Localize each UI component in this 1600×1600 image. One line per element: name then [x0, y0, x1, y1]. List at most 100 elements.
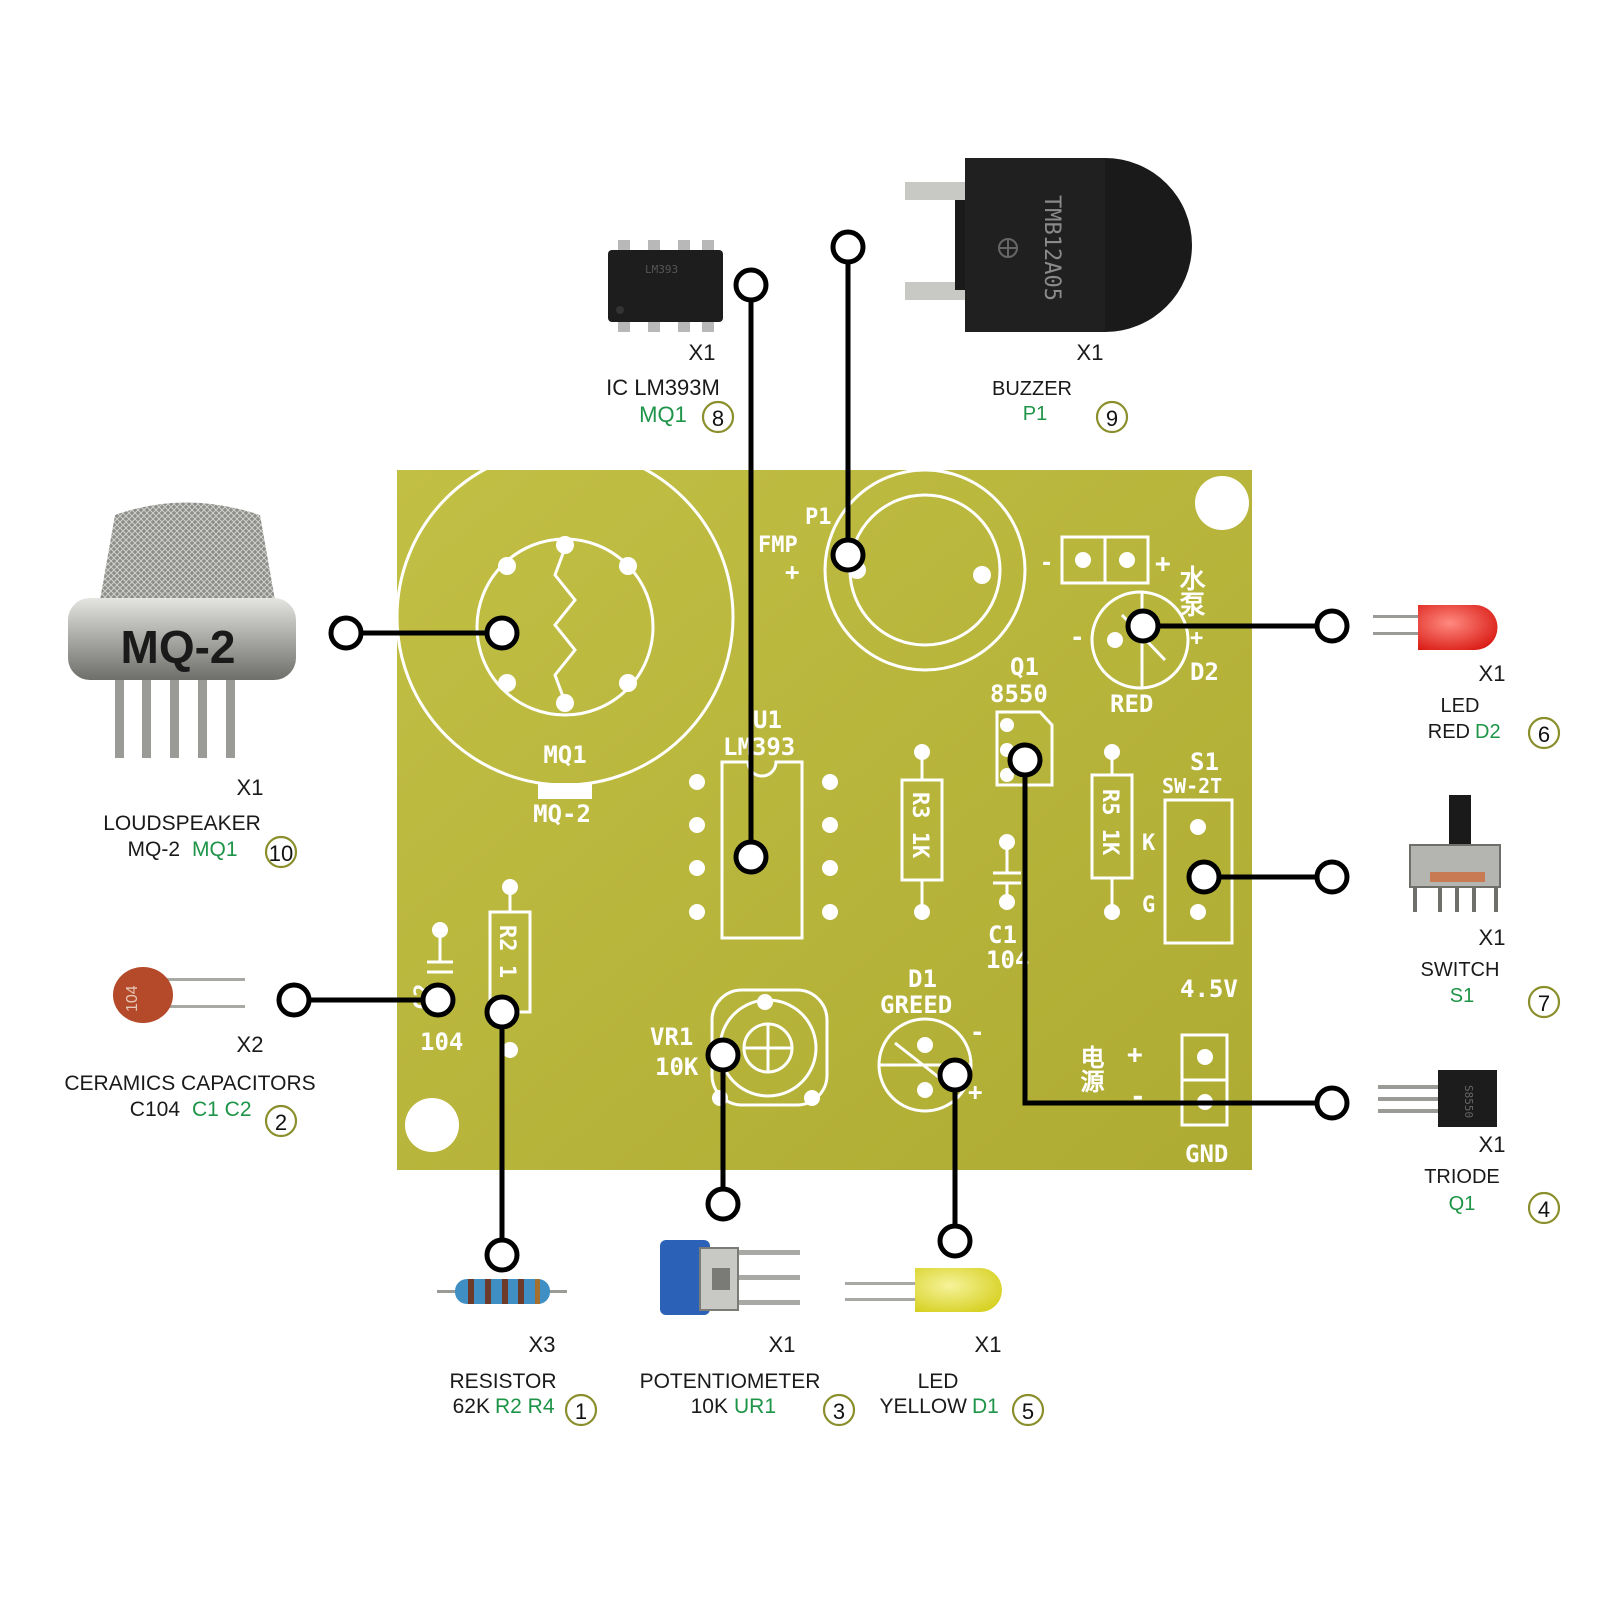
silk-header-minus: - — [1040, 551, 1053, 576]
potentiometer-picture — [660, 1240, 800, 1315]
number-triode: 4 — [1538, 1197, 1550, 1222]
silk-c1-val: 104 — [986, 946, 1029, 974]
silk-power-chinese: 电源 — [1076, 1045, 1104, 1094]
part-label-triode: X1 TRIODE Q1 4 — [1424, 1132, 1561, 1225]
designator-switch: S1 — [1450, 985, 1474, 1007]
number-resistor: 1 — [575, 1399, 587, 1424]
connector-nodes — [276, 229, 1350, 1273]
qty-mq2: X1 — [237, 775, 264, 800]
qty-triode: X1 — [1479, 1132, 1506, 1157]
silk-d1-name: GREED — [880, 991, 952, 1019]
qty-pot: X1 — [769, 1332, 796, 1357]
number-led-yellow: 5 — [1022, 1399, 1034, 1424]
silk-g: G — [1142, 893, 1155, 918]
part-label-led-red: X1 LED RED D2 6 — [1428, 661, 1561, 750]
designator-pot: UR1 — [734, 1395, 776, 1418]
name-led-yellow: LED — [918, 1370, 959, 1393]
silk-d1-minus: - — [970, 1018, 984, 1046]
silk-gnd: GND — [1185, 1140, 1228, 1168]
silk-k: K — [1142, 831, 1156, 856]
part-label-mq2: X1 LOUDSPEAKER MQ-2 MQ1 10 — [103, 775, 298, 869]
silk-vr1-val: 10K — [655, 1053, 699, 1081]
silk-u1-part: LM393 — [723, 733, 795, 761]
name-ic: IC LM393M — [606, 375, 720, 400]
silk-q1-part: 8550 — [990, 680, 1048, 708]
value-led-yellow: YELLOW — [879, 1395, 967, 1418]
designator-mq2: MQ1 — [192, 838, 238, 861]
name-capacitor: CERAMICS CAPACITORS — [64, 1072, 315, 1095]
name-switch: SWITCH — [1421, 959, 1500, 981]
qty-switch: X1 — [1479, 925, 1506, 950]
mounting-hole — [405, 1098, 459, 1152]
buzzer-picture: TMB12A05 — [905, 158, 1192, 332]
designator-triode: Q1 — [1449, 1193, 1476, 1215]
number-capacitor: 2 — [275, 1110, 287, 1135]
silk-red: RED — [1110, 690, 1153, 718]
value-capacitor: C104 — [130, 1098, 181, 1121]
qty-buzzer: X1 — [1077, 340, 1104, 365]
part-label-ic: X1 IC LM393M MQ1 8 — [606, 340, 735, 434]
qty-ic: X1 — [689, 340, 716, 365]
silk-d2: D2 — [1190, 658, 1219, 686]
qty-capacitor: X2 — [237, 1032, 264, 1057]
name-pot: POTENTIOMETER — [640, 1370, 821, 1393]
designator-led-yellow: D1 — [972, 1395, 999, 1418]
silk-pwr-plus: + — [1127, 1040, 1143, 1070]
mq2-body-text: MQ-2 — [121, 621, 236, 673]
ic-lm393-picture: LM393 — [608, 240, 723, 332]
qty-resistor: X3 — [529, 1332, 556, 1357]
name-resistor: RESISTOR — [450, 1370, 557, 1393]
part-label-switch: X1 SWITCH S1 7 — [1421, 925, 1561, 1019]
resistor-picture — [437, 1279, 567, 1304]
red-led-picture — [1373, 605, 1498, 650]
capacitor-picture: 104 — [113, 967, 245, 1023]
silk-d1-plus: + — [968, 1078, 982, 1106]
part-label-pot: X1 POTENTIOMETER 10K UR1 3 — [640, 1332, 856, 1427]
part-label-buzzer: X1 BUZZER P1 9 — [992, 340, 1129, 434]
silk-pwr-minus: - — [1130, 1082, 1146, 1112]
designator-ic: MQ1 — [639, 402, 687, 427]
triode-body-text: S8550 — [1462, 1085, 1475, 1118]
part-label-resistor: X3 RESISTOR 62K R2 R4 1 — [450, 1332, 598, 1427]
silk-q1: Q1 — [1010, 653, 1039, 681]
silk-p1-plus: + — [785, 558, 799, 586]
name-led-red: LED — [1441, 695, 1480, 717]
pcb-board: MQ1 MQ-2 P1 FMP + - + 水泵 - + — [395, 447, 1252, 1170]
number-pot: 3 — [833, 1399, 845, 1424]
silk-c1: C1 — [988, 921, 1017, 949]
silk-header-plus: + — [1155, 549, 1171, 579]
yellow-led-picture — [845, 1268, 1002, 1312]
name-mq2: LOUDSPEAKER — [103, 812, 261, 835]
silk-d1: D1 — [908, 965, 937, 993]
number-mq2: 10 — [269, 841, 293, 866]
number-switch: 7 — [1538, 991, 1550, 1016]
qty-led-red: X1 — [1479, 661, 1506, 686]
silk-fmp: FMP — [758, 533, 798, 558]
designator-buzzer: P1 — [1023, 403, 1047, 425]
silk-p1: P1 — [805, 505, 832, 530]
number-buzzer: 9 — [1106, 406, 1118, 431]
r3-footprint — [900, 744, 944, 920]
silk-r2: R2 1 — [494, 925, 519, 978]
c2-footprint — [427, 922, 453, 974]
silk-d2-minus: - — [1070, 623, 1084, 651]
silk-r5: R5 1K — [1097, 789, 1122, 856]
value-pot: 10K — [691, 1395, 728, 1418]
silk-c2-val: 104 — [420, 1028, 463, 1056]
capacitor-body-text: 104 — [124, 985, 141, 1012]
ic-chip-text: LM393 — [645, 263, 678, 276]
name-buzzer: BUZZER — [992, 378, 1072, 400]
designator-led-red: D2 — [1475, 721, 1501, 743]
connectors — [294, 247, 1332, 1255]
number-led-red: 6 — [1538, 722, 1550, 747]
silk-u1: U1 — [753, 706, 782, 734]
silk-vr1: VR1 — [650, 1023, 693, 1051]
value-mq2: MQ-2 — [128, 838, 181, 861]
r5-footprint — [1090, 744, 1134, 920]
value-resistor: 62K — [453, 1395, 490, 1418]
silk-s1: S1 — [1190, 748, 1219, 776]
silk-d2-plus: + — [1190, 626, 1203, 651]
designator-capacitor: C1 C2 — [192, 1098, 252, 1121]
mq2-sensor-picture: MQ-2 — [68, 502, 296, 758]
